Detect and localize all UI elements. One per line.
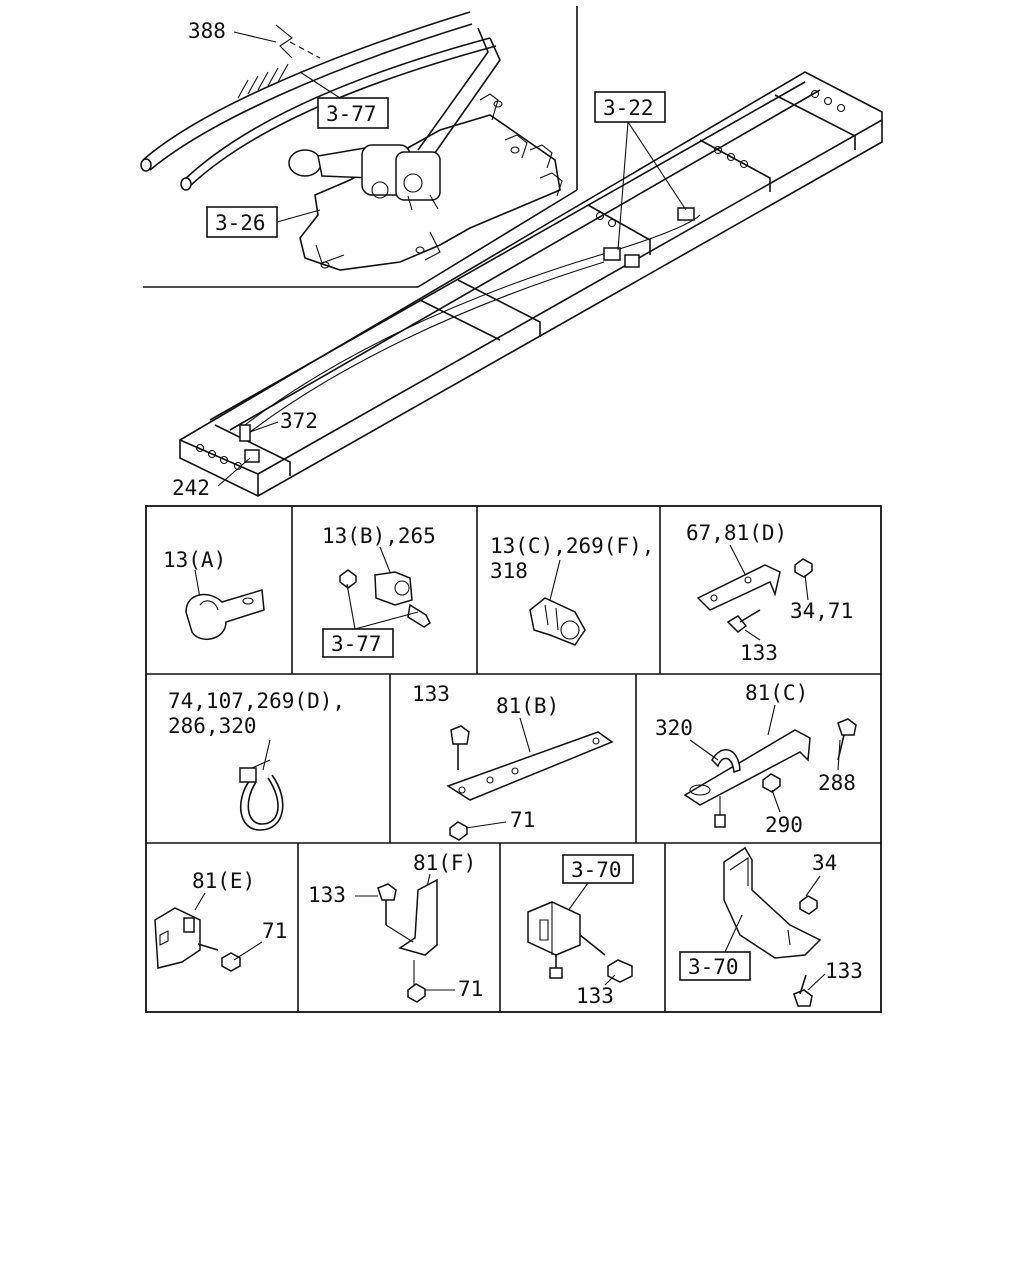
cell-cable-tie: 74,107,269(D), 286,320 [168,689,345,831]
cell-81f: 133 81(F) 71 [308,851,483,1003]
chassis-frame [179,71,883,497]
callout-388: 388 [188,19,226,43]
cell-81c-label: 81(C) [745,681,808,705]
cell-81d-nut: 34,71 [790,599,853,623]
cell-81b: 133 81(B) 71 [412,682,614,841]
cell-81c-bolt: 288 [818,771,856,795]
cell-cable-tie-label1: 74,107,269(D), [168,689,345,713]
cell-13c-label2: 318 [490,559,528,583]
ref-3-22: 3-22 [603,96,654,120]
cell-3-70b-bolt: 133 [825,959,863,983]
brake-valve [288,144,441,211]
ref-box-3-77 [317,97,389,129]
ref-box-3-26 [206,206,278,238]
cell-81f-nut: 71 [458,977,483,1001]
cell-3-70-clamp: 3-70 133 [527,854,634,1008]
overview-diagram: 388 3-77 3-26 3-22 372 242 [140,6,883,500]
inset-frame [143,6,578,288]
cell-3-70a-ref: 3-70 [571,858,622,882]
cell-81d-bolt: 133 [740,641,778,665]
cell-81c: 81(C) 320 288 290 [655,681,857,837]
frame-clip-3 [677,207,695,221]
cell-81f-bolt: 133 [308,883,346,907]
cell-13b-ref-box [322,628,394,658]
cell-81e-label: 81(E) [192,869,255,893]
cell-81b-nut: 71 [510,808,535,832]
brake-hose-assembly [140,11,501,191]
cell-3-70a-bolt: 133 [576,984,614,1008]
cell-81e-nut: 71 [262,919,287,943]
cell-13b-ref: 3-77 [331,632,382,656]
cell-13b-label: 13(B),265 [322,524,436,548]
frame-clip-2 [624,254,640,268]
cell-3-70b-nut: 34 [812,851,837,875]
cell-81d: 67,81(D) 34,71 133 [686,521,853,665]
cell-13c: 13(C),269(F), 318 [490,534,654,646]
cell-13c-label1: 13(C),269(F), [490,534,654,558]
cell-3-70-bracket: 34 3-70 133 [679,846,863,1007]
frame-clip-1 [603,247,621,261]
cell-3-70a-ref-box [562,854,634,884]
ref-3-77: 3-77 [326,102,377,126]
cell-13a: 13(A) [163,548,265,641]
cell-13a-label: 13(A) [163,548,226,572]
callout-372: 372 [280,409,318,433]
cell-81e: 81(E) 71 [154,869,287,972]
ref-3-26: 3-26 [215,211,266,235]
cell-3-70b-ref: 3-70 [688,955,739,979]
cell-81b-bolt: 133 [412,682,450,706]
cell-81b-label: 81(B) [496,694,559,718]
parts-grid: 13(A) 13(B),265 3-77 13(C),269(F), 318 [145,505,882,1013]
cell-81c-nut: 290 [765,813,803,837]
ref-box-3-22 [594,91,666,123]
frame-clip-372 [239,424,251,442]
overview-callouts: 388 3-77 3-26 3-22 372 242 [172,19,687,500]
cell-81d-label: 67,81(D) [686,521,787,545]
cell-81c-tie: 320 [655,716,693,740]
cell-3-70b-ref-box [679,951,751,981]
callout-242: 242 [172,476,210,500]
cell-13b: 13(B),265 3-77 [322,524,436,658]
cell-81f-label: 81(F) [413,851,476,875]
cell-cable-tie-label2: 286,320 [168,714,257,738]
